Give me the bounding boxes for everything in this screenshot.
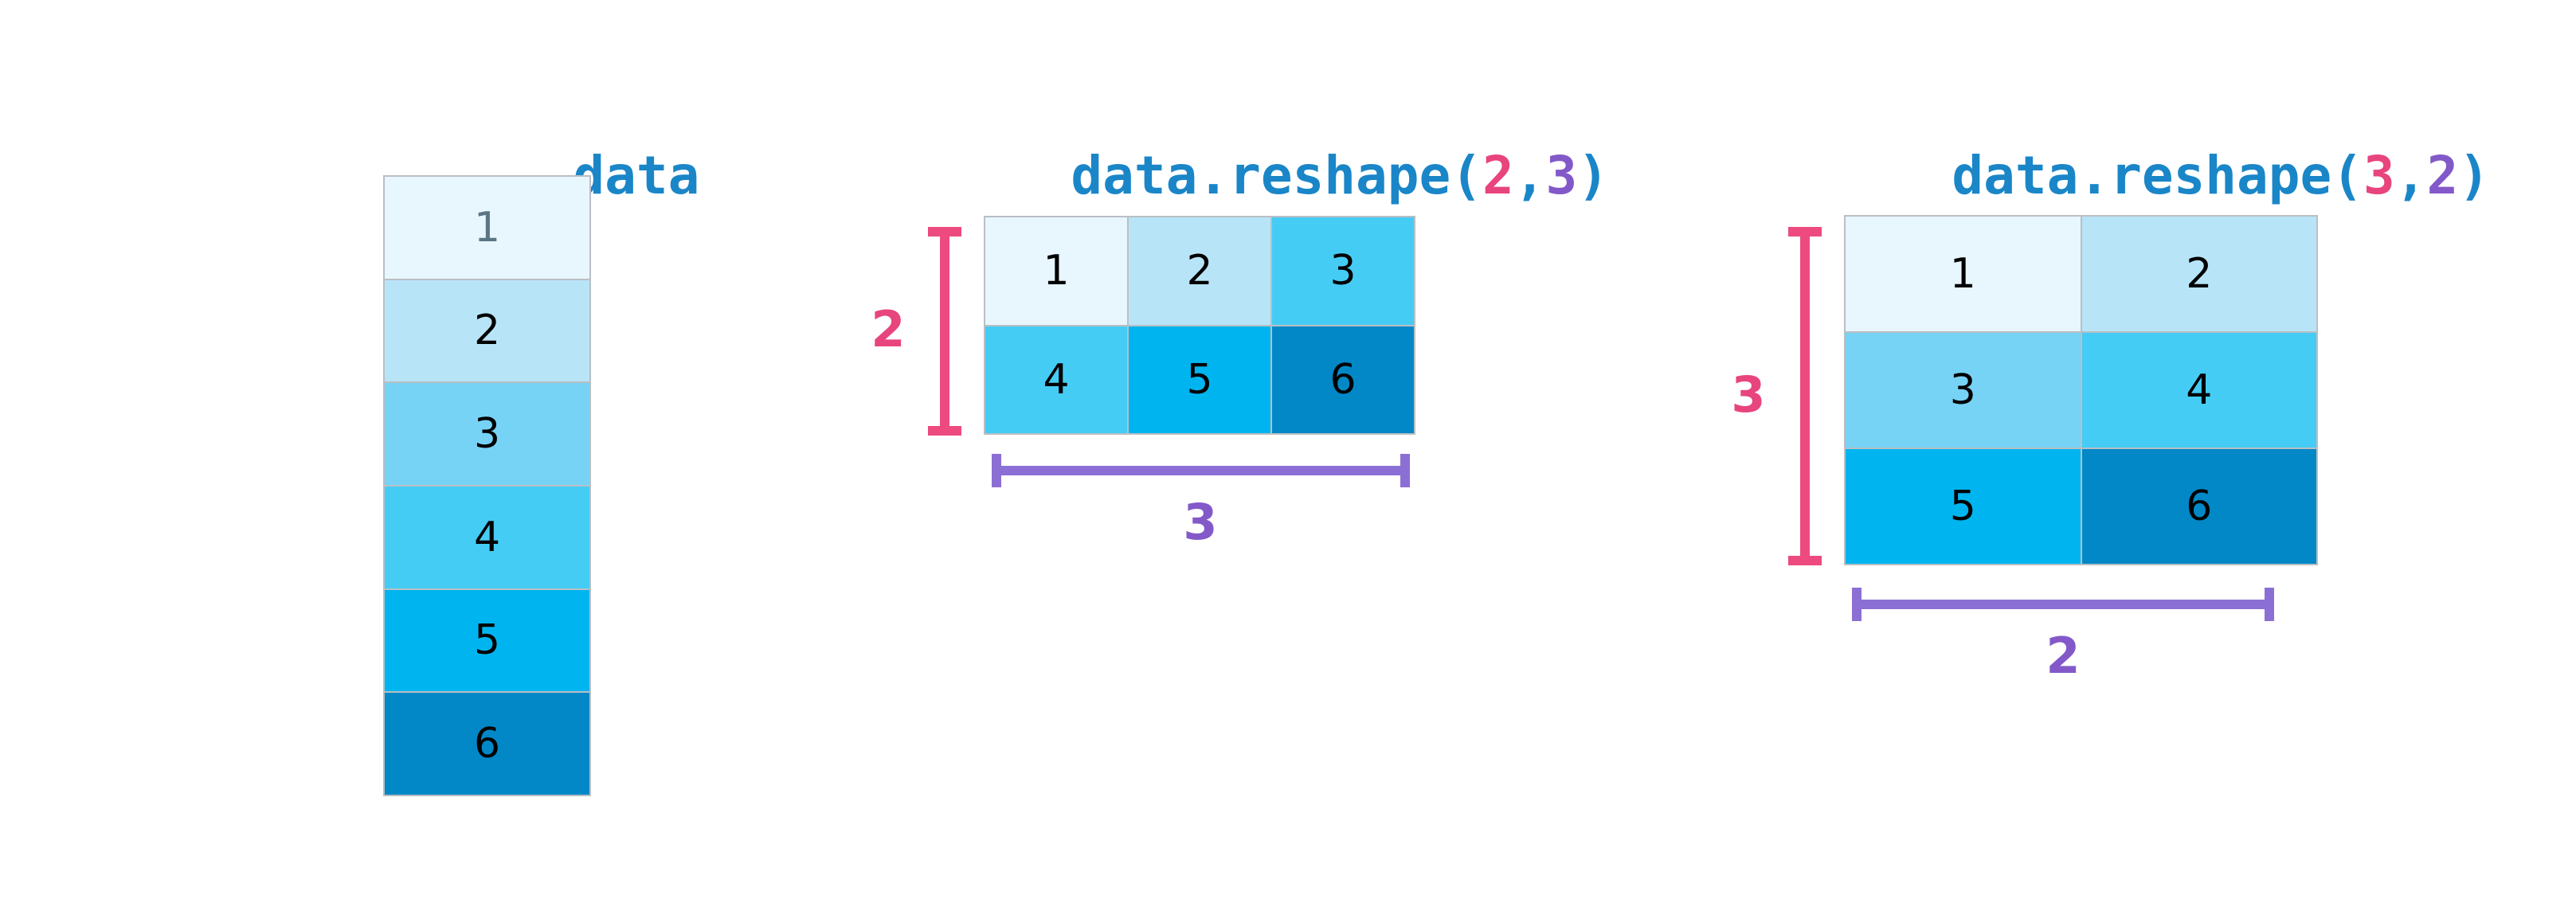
data-column-grid: 1 2 3 4 5 6 [383, 175, 591, 796]
reshape-3-2-cell: 3 [1846, 333, 2082, 449]
title-separator: , [2394, 145, 2427, 206]
cell-value: 3 [1949, 366, 1976, 414]
cell-value: 6 [1329, 355, 1357, 404]
title-prefix: data.reshape( [1071, 145, 1482, 206]
rows-bracket-2-3 [928, 227, 961, 436]
reshape-3-2-cell: 1 [1846, 217, 2082, 333]
rows-dimension-label-3-2: 3 [1731, 365, 1766, 424]
reshape-2-3-cell: 6 [1272, 326, 1415, 435]
bracket-cap-right [1400, 454, 1410, 487]
cell-value: 5 [1949, 483, 1976, 530]
cell-value: 5 [1186, 355, 1213, 404]
data-column-cell: 3 [385, 383, 591, 487]
cell-value: 5 [473, 616, 501, 665]
cell-value: 1 [473, 203, 501, 252]
bracket-cap-top [928, 227, 961, 236]
rows-bracket-3-2 [1788, 227, 1822, 565]
cols-dimension-label-2-3: 3 [1183, 493, 1218, 551]
cell-value: 1 [1949, 250, 1976, 298]
bracket-stem [1852, 600, 2274, 609]
title-rows-arg: 3 [2363, 145, 2395, 206]
panel-reshape-3-2-title: data.reshape(3,2) [1762, 97, 2490, 255]
bracket-stem [992, 466, 1410, 475]
panel-data-title: data [383, 97, 699, 255]
panel-reshape-2-3-title: data.reshape(2,3) [881, 97, 1609, 255]
cell-value: 3 [1329, 247, 1357, 295]
reshape-3-2-cell: 4 [2081, 333, 2318, 449]
bracket-stem [1800, 227, 1810, 565]
reshape-2-3-grid: 1 2 3 4 5 6 [984, 216, 1415, 435]
title-suffix: ) [2458, 145, 2490, 206]
bracket-cap-top [1788, 227, 1822, 236]
cell-value: 3 [473, 410, 501, 459]
title-suffix: ) [1577, 145, 1609, 206]
bracket-cap-left [1852, 588, 1862, 621]
rows-dimension-label-2-3: 2 [871, 300, 906, 358]
cell-value: 6 [2186, 483, 2213, 530]
reshape-3-2-grid: 1 2 3 4 5 6 [1844, 215, 2318, 565]
reshape-2-3-cell: 2 [1129, 217, 1272, 326]
cell-value: 2 [1186, 247, 1213, 295]
reshape-2-3-cell: 3 [1272, 217, 1415, 326]
cell-value: 2 [2186, 250, 2213, 298]
reshape-2-3-cell: 4 [985, 326, 1129, 435]
reshape-2-3-cell: 5 [1129, 326, 1272, 435]
reshape-3-2-cell: 2 [2081, 217, 2318, 333]
cell-value: 6 [473, 720, 501, 768]
data-column-cell: 1 [385, 177, 591, 280]
cols-dimension-label-3-2: 2 [2046, 627, 2081, 685]
cols-bracket-2-3 [992, 454, 1410, 487]
title-prefix: data.reshape( [1952, 145, 2363, 206]
data-column-cell: 4 [385, 487, 591, 590]
cell-value: 4 [1043, 355, 1070, 404]
reshape-3-2-cell: 5 [1846, 449, 2082, 565]
cell-value: 1 [1043, 247, 1070, 295]
cell-value: 4 [2186, 366, 2213, 414]
title-rows-arg: 2 [1482, 145, 1514, 206]
title-text: data [573, 145, 700, 206]
cell-value: 4 [473, 513, 501, 561]
title-cols-arg: 2 [2426, 145, 2459, 206]
reshape-2-3-cell: 1 [985, 217, 1129, 326]
data-column-cell: 5 [385, 589, 591, 694]
bracket-cap-right [2265, 588, 2274, 621]
data-column-cell: 6 [385, 693, 591, 796]
bracket-stem [940, 227, 949, 436]
cell-value: 2 [473, 307, 501, 355]
bracket-cap-bottom [928, 426, 961, 436]
title-cols-arg: 3 [1545, 145, 1578, 206]
data-column-cell: 2 [385, 279, 591, 384]
bracket-cap-bottom [1788, 556, 1822, 565]
cols-bracket-3-2 [1852, 588, 2274, 621]
bracket-cap-left [992, 454, 1001, 487]
title-separator: , [1513, 145, 1546, 206]
reshape-3-2-cell: 6 [2081, 449, 2318, 565]
